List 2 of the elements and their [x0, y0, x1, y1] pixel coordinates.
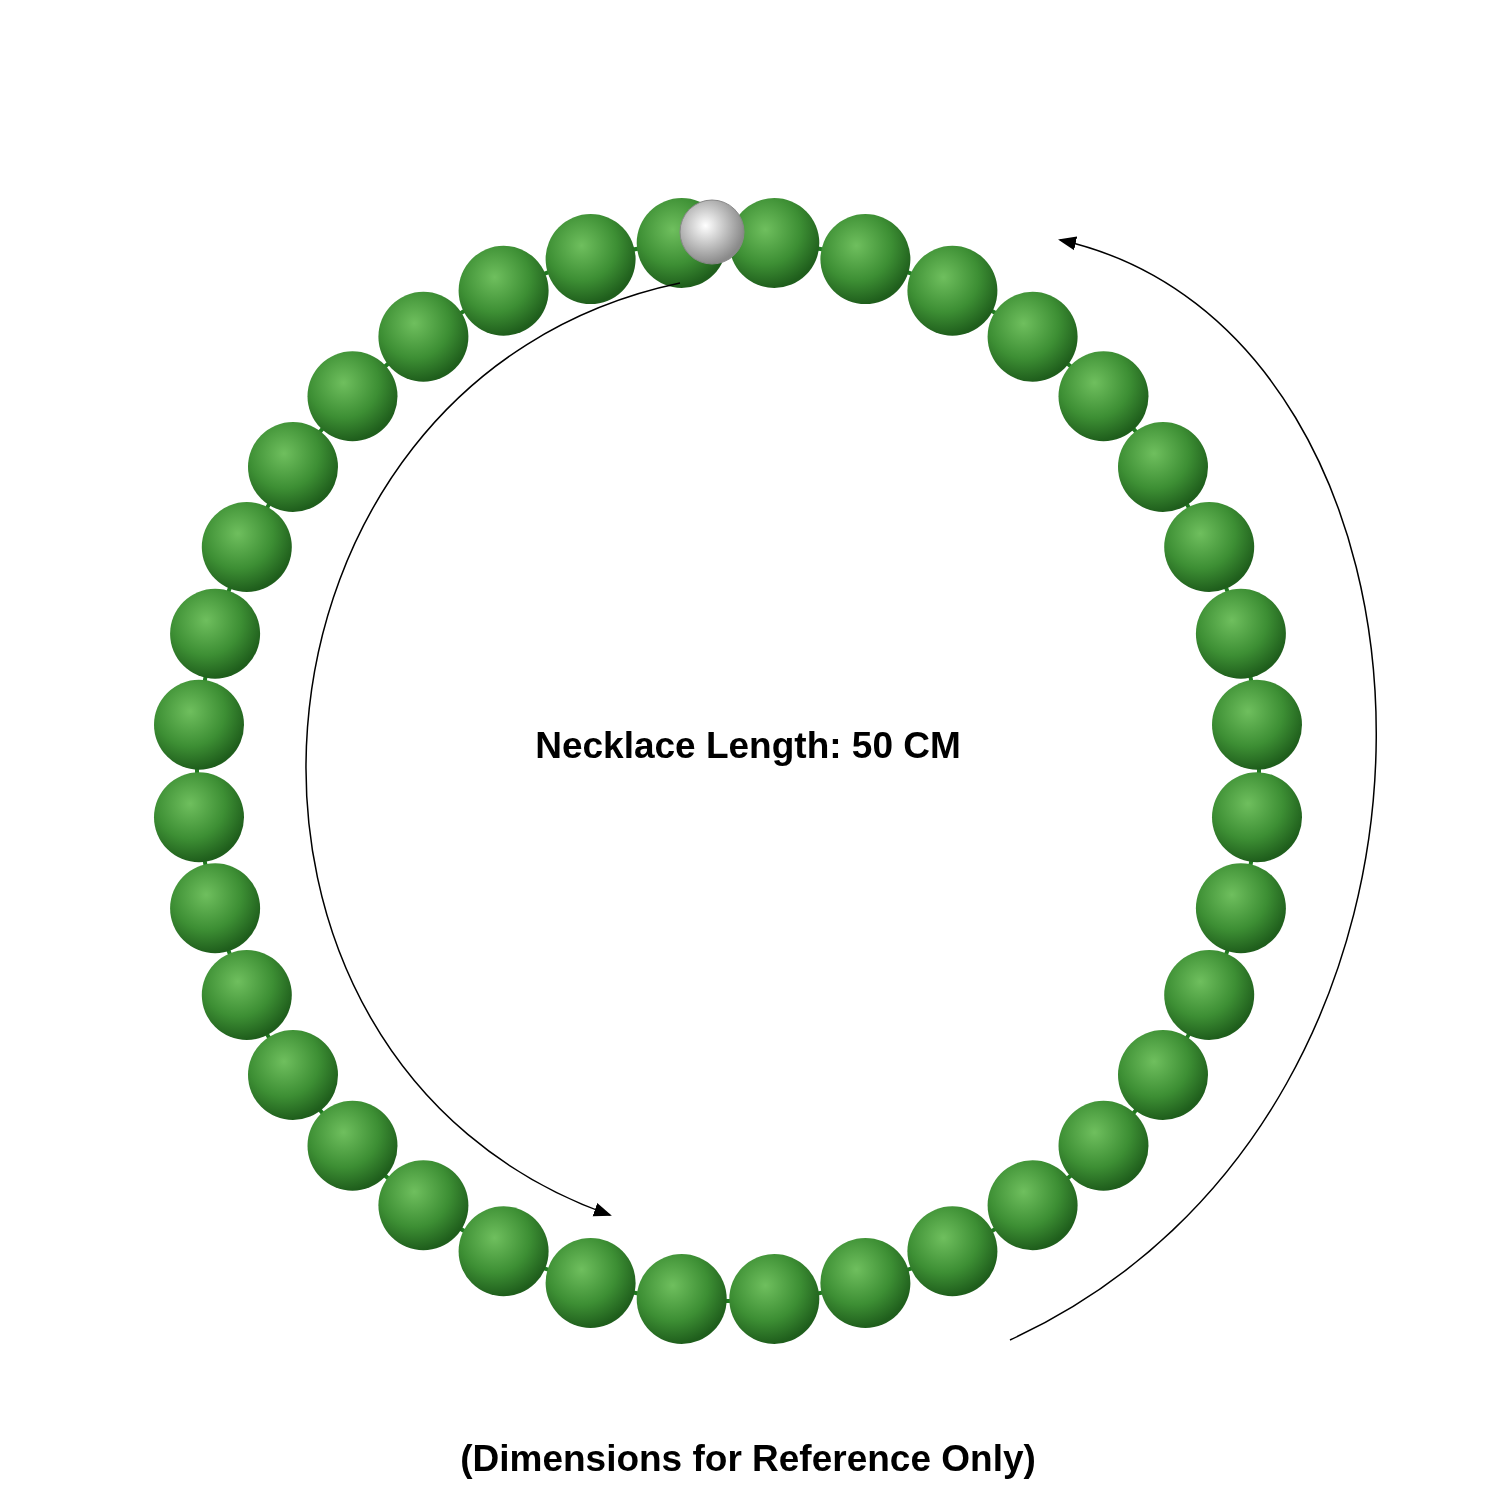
- disclaimer-note: (Dimensions for Reference Only): [460, 1438, 1036, 1480]
- dimension-label: Necklace Length: 50 CM: [535, 725, 961, 767]
